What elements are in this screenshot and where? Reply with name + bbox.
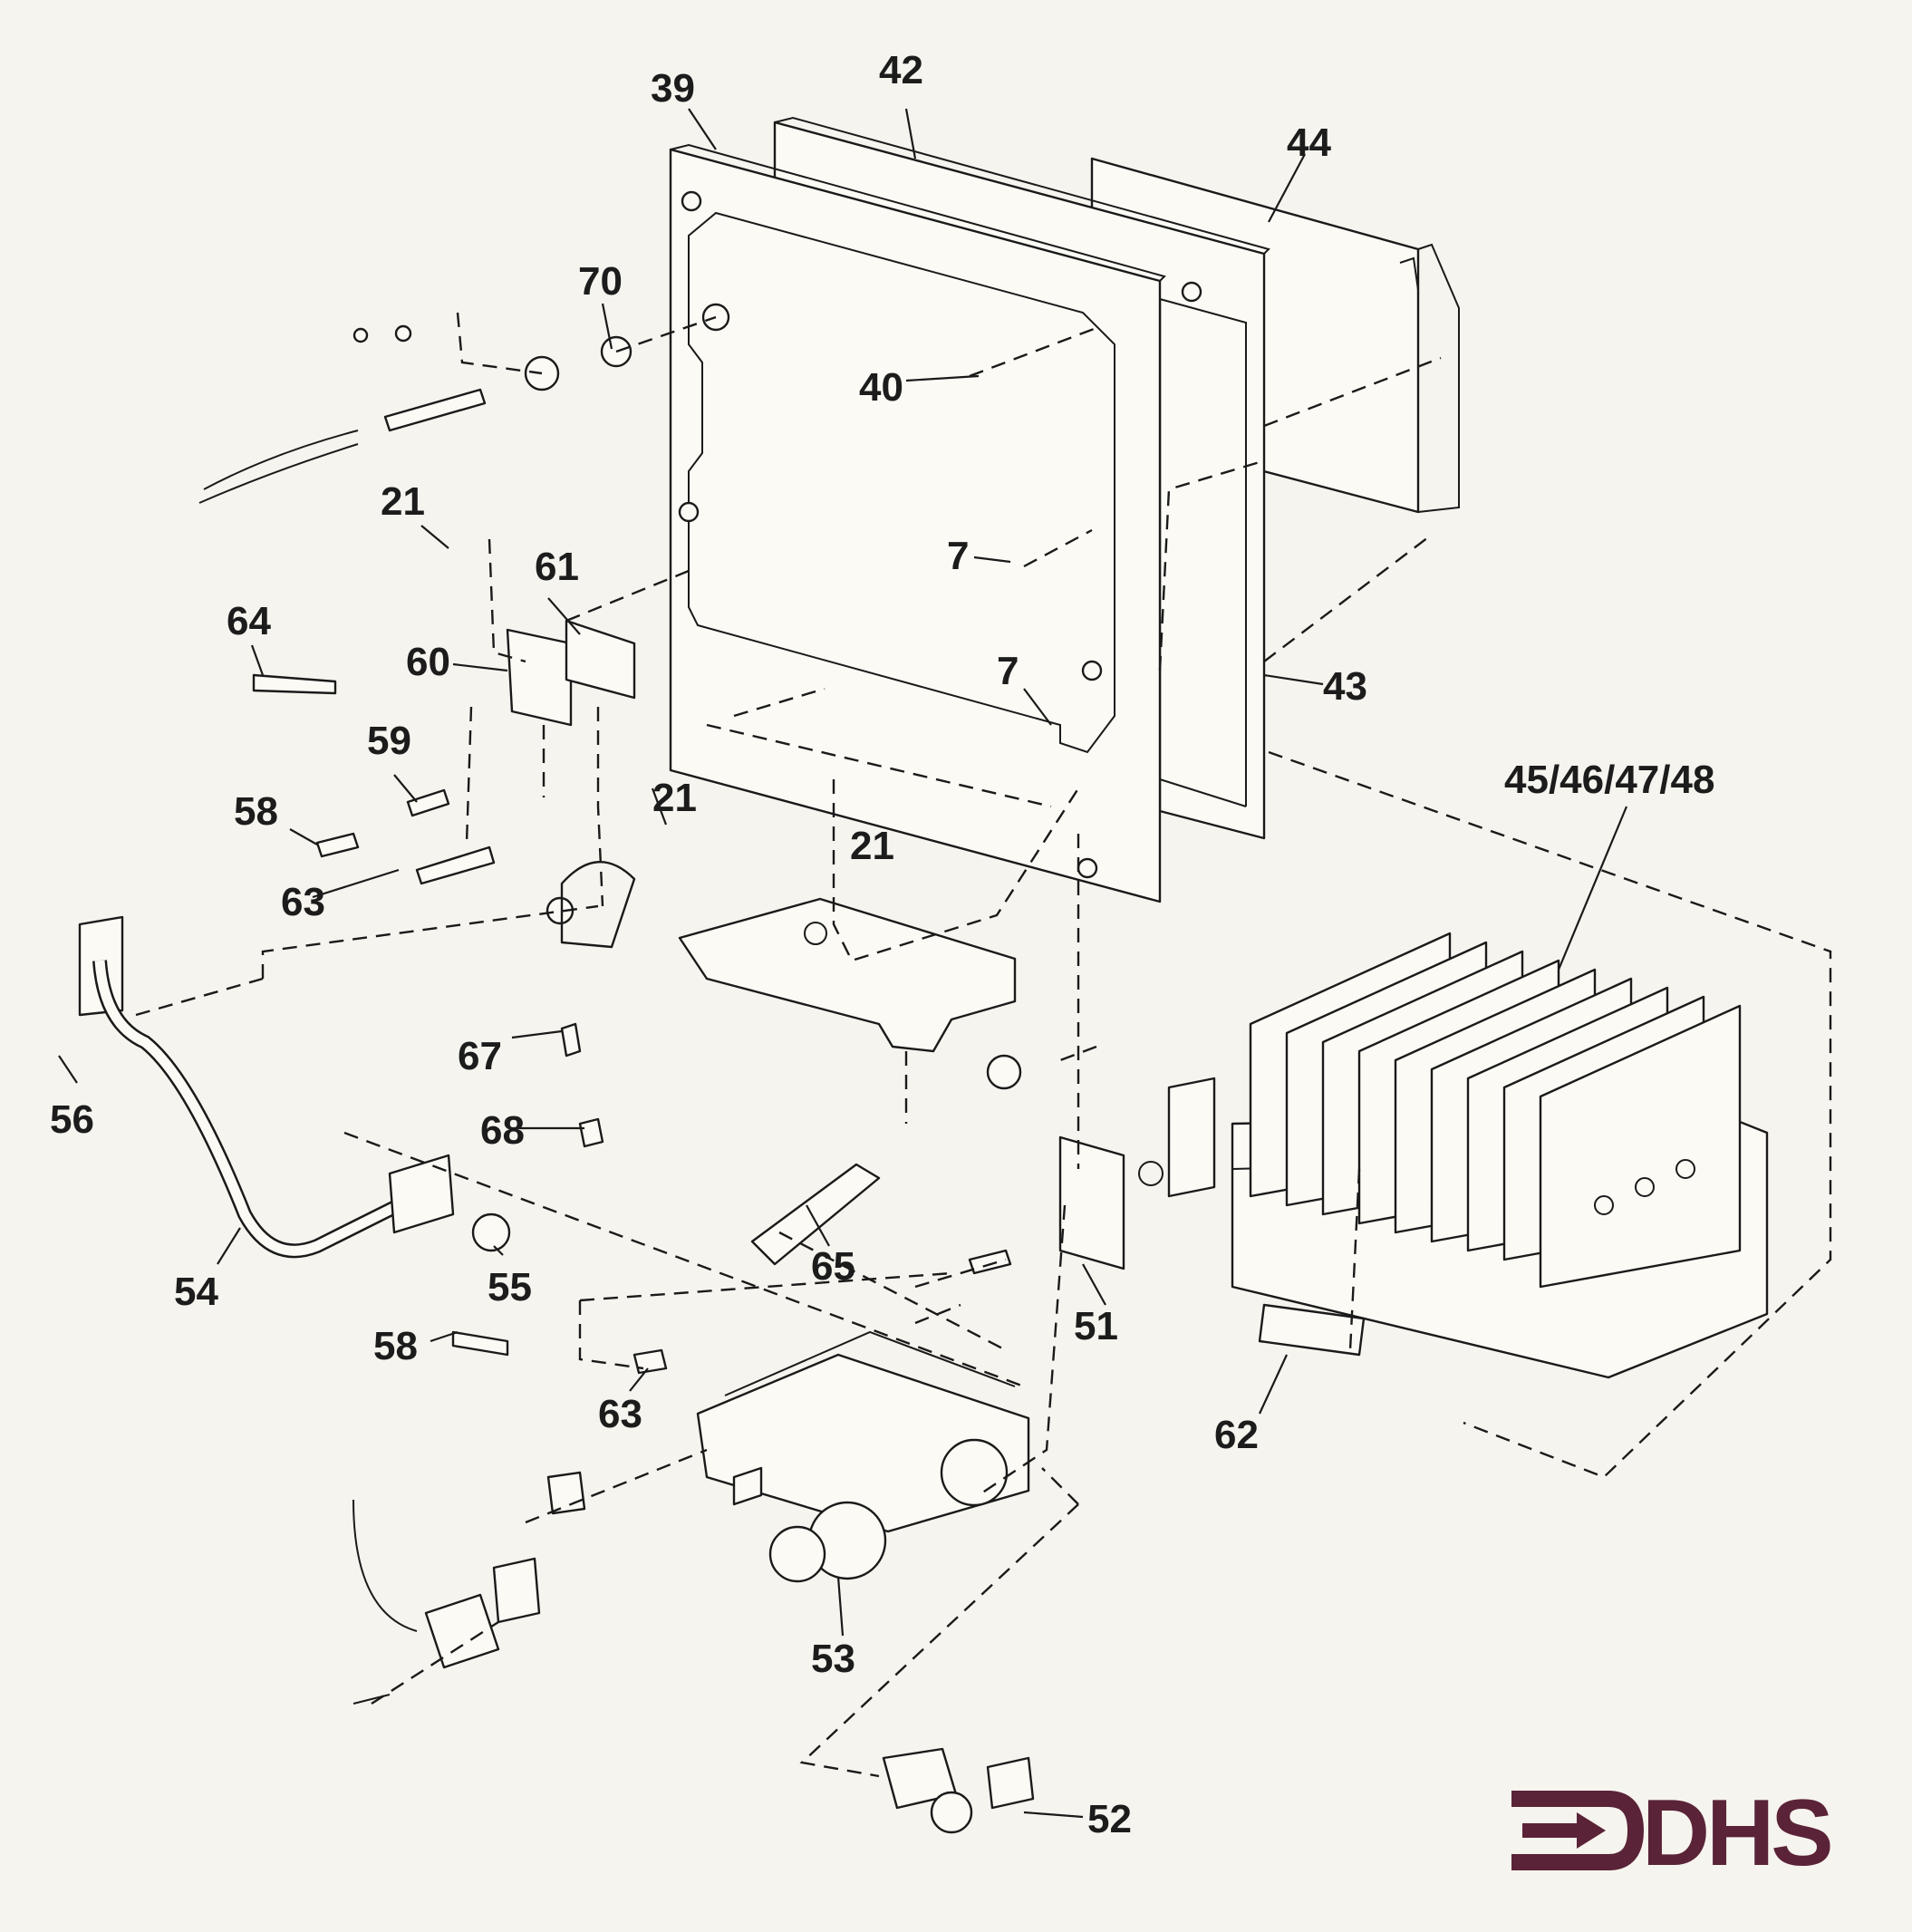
fitting-52 bbox=[882, 1747, 1035, 1834]
assembly-lines bbox=[135, 312, 1832, 1778]
pipe-54 bbox=[78, 915, 511, 1259]
callout-52: 52 bbox=[1087, 1797, 1132, 1841]
gas-valve-53 bbox=[696, 1330, 1030, 1583]
callout-7-upper: 7 bbox=[947, 534, 969, 578]
callout-21-lower: 21 bbox=[850, 824, 894, 868]
leader-lines bbox=[58, 108, 1628, 1819]
callout-53: 53 bbox=[811, 1637, 855, 1681]
callout-58-upper: 58 bbox=[234, 789, 278, 834]
logo-text: DHS bbox=[1642, 1781, 1830, 1886]
callout-55: 55 bbox=[488, 1265, 532, 1309]
callout-58-lower: 58 bbox=[373, 1324, 418, 1368]
callout-56: 56 bbox=[50, 1097, 94, 1142]
burner-assembly bbox=[1138, 932, 1769, 1379]
dhs-logo: DHS bbox=[1511, 1781, 1834, 1886]
callout-39: 39 bbox=[651, 66, 695, 111]
callout-70: 70 bbox=[578, 259, 623, 304]
callout-21-mid: 21 bbox=[652, 776, 697, 820]
callout-63-upper: 63 bbox=[281, 880, 325, 924]
callout-61: 61 bbox=[535, 545, 579, 589]
callout-59: 59 bbox=[367, 719, 411, 763]
callout-51: 51 bbox=[1074, 1304, 1118, 1348]
callout-63-lower: 63 bbox=[598, 1392, 642, 1436]
callout-45-46-47-48: 45/46/47/48 bbox=[1504, 758, 1714, 802]
cable-assembly bbox=[352, 1499, 541, 1705]
callout-65: 65 bbox=[811, 1244, 855, 1289]
callout-40: 40 bbox=[859, 365, 903, 410]
callout-67: 67 bbox=[458, 1034, 502, 1078]
callout-44: 44 bbox=[1287, 121, 1331, 165]
mounting-bracket bbox=[678, 897, 1017, 1053]
callout-42: 42 bbox=[879, 48, 923, 92]
front-panel-39 bbox=[669, 143, 1202, 903]
callout-54: 54 bbox=[174, 1270, 218, 1314]
callout-43: 43 bbox=[1323, 664, 1367, 709]
callout-labels: 39 42 44 70 40 21 61 64 60 7 7 43 59 21 … bbox=[50, 48, 1714, 1841]
callout-21-top: 21 bbox=[381, 479, 425, 524]
plate-51 bbox=[1058, 1135, 1125, 1270]
callout-68: 68 bbox=[480, 1108, 525, 1153]
callout-60: 60 bbox=[406, 640, 450, 684]
callout-7-lower: 7 bbox=[997, 649, 1019, 693]
callout-62: 62 bbox=[1214, 1413, 1259, 1457]
callout-64: 64 bbox=[227, 599, 271, 643]
